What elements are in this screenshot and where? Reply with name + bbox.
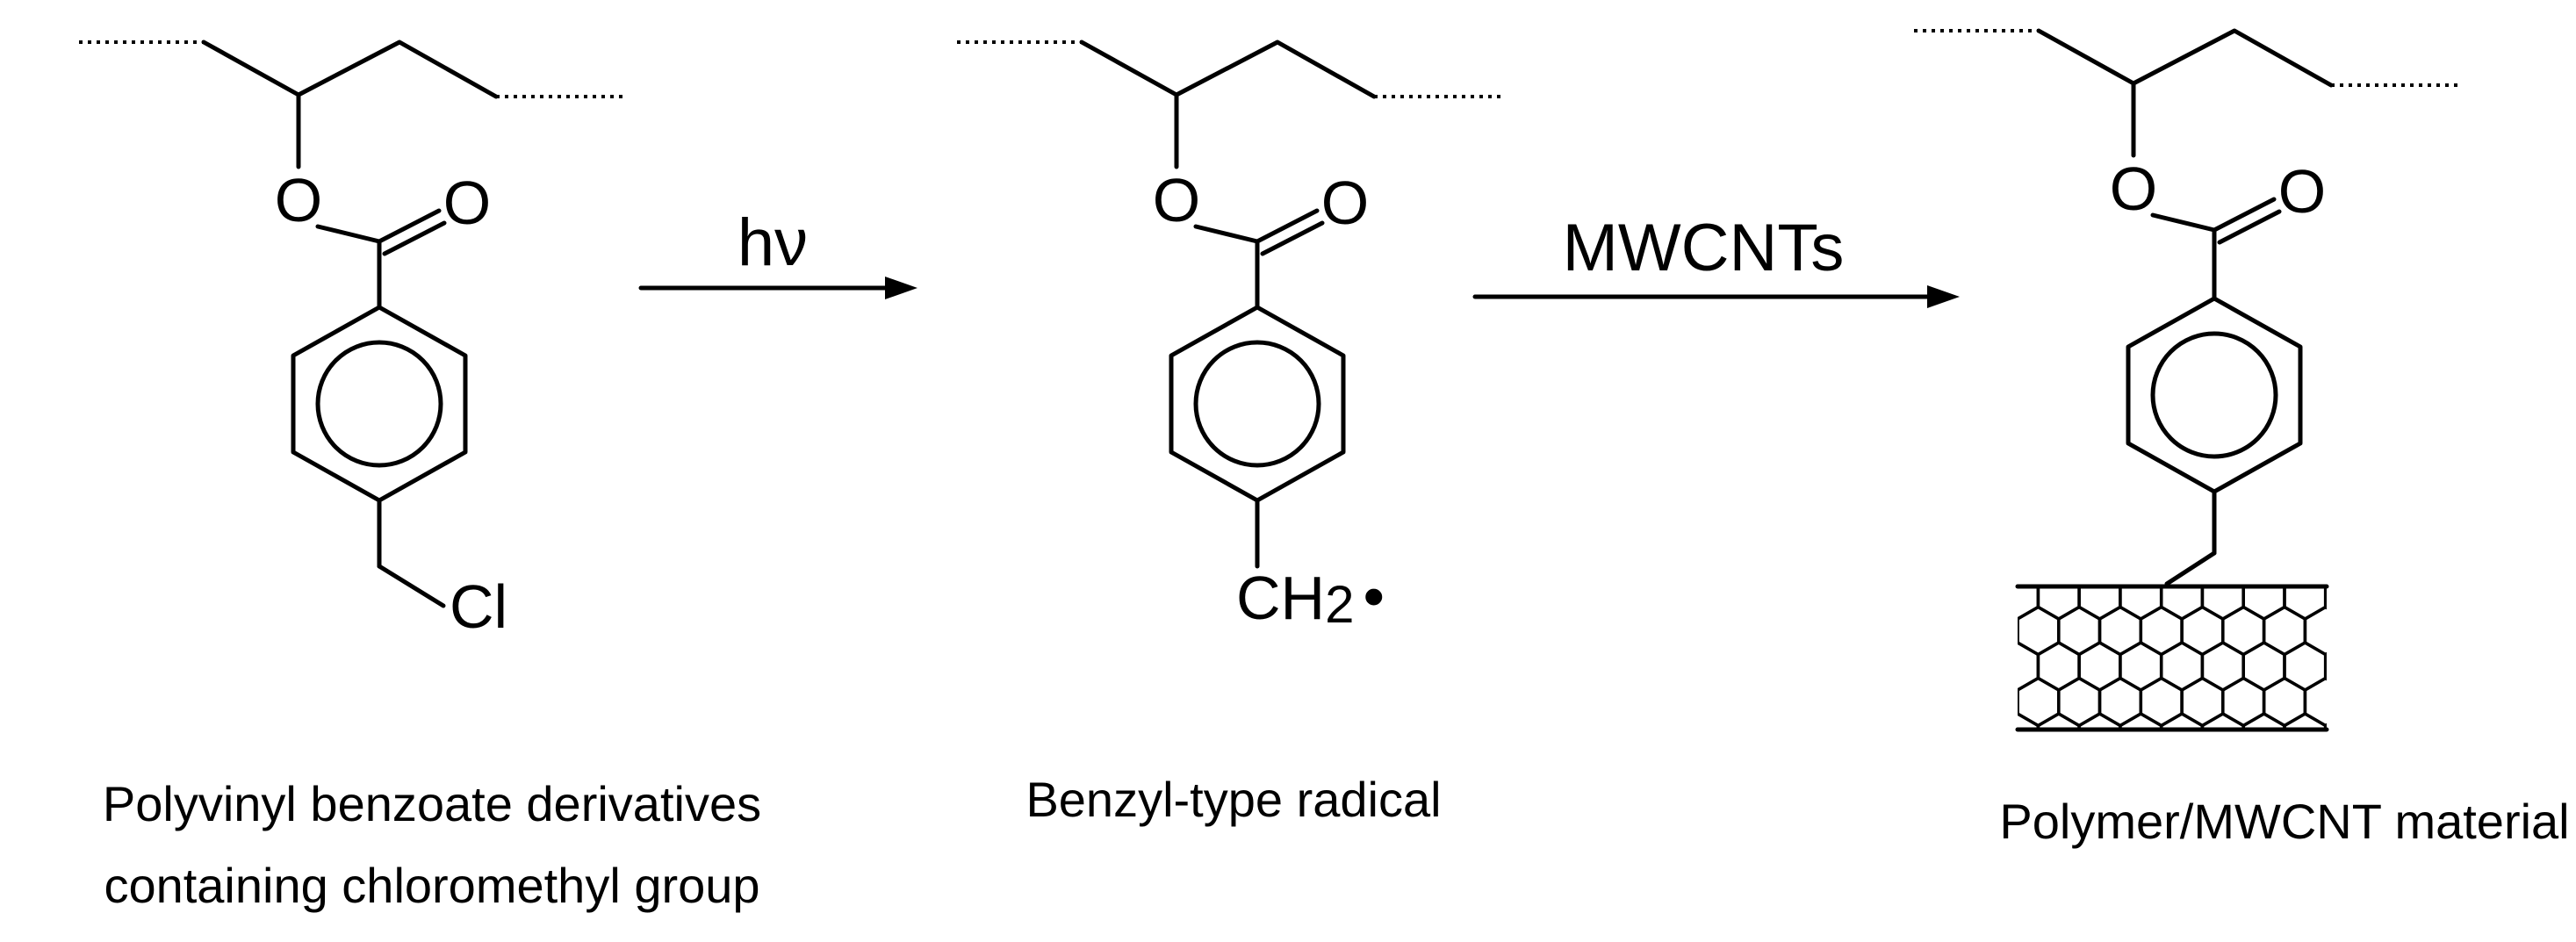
reaction-arrow-1: hν <box>638 205 917 299</box>
reaction-arrow-2: MWCNTs <box>1472 211 1960 308</box>
arrow-label-mwcnts: MWCNTs <box>1563 211 1845 285</box>
bond-carbonyl-double-a <box>2212 197 2277 233</box>
nanotube-hexagon <box>2018 616 2019 645</box>
benzene-aromatic-circle <box>315 340 443 468</box>
nanotube-hexagon <box>1956 572 1997 619</box>
atom-oxygen-ester: O <box>2110 155 2157 223</box>
arrow-label-light: hν <box>738 205 808 280</box>
nanotube-body <box>2018 586 2327 730</box>
compound-1-polyvinyl-benzoate: O O Cl <box>79 40 625 641</box>
bond-carbonyl-double-a <box>1255 208 1320 244</box>
polymer-backbone <box>201 40 499 99</box>
bond-ch2-nanotube <box>2164 550 2217 586</box>
atom-oxygen-ester: O <box>275 166 322 234</box>
bond-ch2-cl <box>377 564 446 608</box>
carbon-nanotube-icon <box>1956 572 2387 761</box>
nanotube-hexagon <box>1956 643 1997 690</box>
bond-carbonyl-double-a <box>377 208 442 244</box>
bond-oxygen-carbonyl <box>1193 224 1260 244</box>
atom-chlorine: Cl <box>450 572 507 641</box>
bond-carbonyl-double-b <box>382 220 447 256</box>
atom-oxygen-carbonyl: O <box>2278 157 2326 226</box>
caption-compound-1-line-2: containing chloromethyl group <box>104 858 759 913</box>
bond-oxygen-carbonyl <box>315 224 382 244</box>
atom-oxygen-ester: O <box>1153 166 1200 234</box>
caption-compound-2: Benzyl-type radical <box>1025 772 1441 827</box>
nanotube-hexagon <box>1956 714 1997 761</box>
arrow-2-head <box>1927 285 1960 308</box>
radical-group-label: CH2• <box>1236 562 1385 634</box>
polymer-backbone <box>2036 28 2334 88</box>
radical-ch: CH <box>1236 564 1325 632</box>
compound-3-polymer-mwcnt: O O <box>1914 28 2460 761</box>
nanotube-hexagon <box>2323 651 2327 681</box>
benzene-aromatic-circle <box>1193 340 1321 468</box>
bond-oxygen-carbonyl <box>2150 212 2217 233</box>
bond-carbonyl-double-b <box>1260 220 1325 256</box>
benzene-aromatic-circle <box>2150 331 2278 459</box>
compound-2-benzyl-radical: O O CH2• <box>957 40 1503 634</box>
nanotube-hexagon-lattice <box>1956 572 2387 761</box>
arrow-1-head <box>885 277 917 299</box>
polymer-backbone <box>1079 40 1377 99</box>
nanotube-hexagon <box>2323 723 2327 730</box>
nanotube-hexagon <box>2323 586 2327 610</box>
radical-subscript: 2 <box>1325 575 1354 634</box>
atom-oxygen-carbonyl: O <box>1321 169 1369 237</box>
caption-compound-1-line-1: Polyvinyl benzoate derivatives <box>103 776 761 831</box>
nanotube-hexagon <box>2346 679 2387 726</box>
nanotube-hexagon <box>2018 687 2019 716</box>
atom-oxygen-carbonyl: O <box>443 169 491 237</box>
caption-compound-3: Polymer/MWCNT material <box>1999 794 2569 849</box>
bond-carbonyl-double-b <box>2217 209 2282 245</box>
radical-dot: • <box>1363 562 1385 630</box>
nanotube-hexagon <box>2346 608 2387 655</box>
